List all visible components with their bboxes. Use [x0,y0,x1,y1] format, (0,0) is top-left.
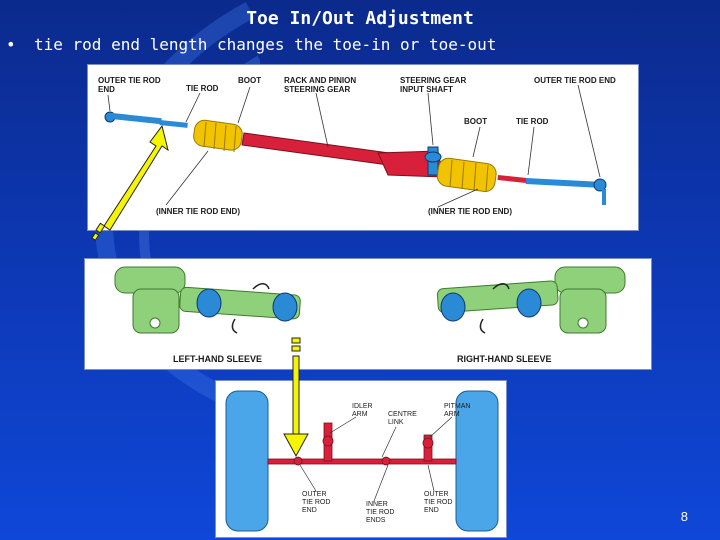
label-outer-tie-rod-end-left: OUTER TIE ROD END [98,76,161,94]
boot-left [193,119,243,153]
label-input-shaft: STEERING GEAR INPUT SHAFT [400,76,467,94]
label-left-hand-sleeve: LEFT-HAND SLEEVE [173,354,263,364]
boot-right [436,157,497,193]
sleeves-drawing [114,266,626,334]
bullet-marker: • [6,35,16,54]
tie-rod-left [111,113,162,125]
linkage-rods [267,422,457,466]
linkage-diagram: IDLER ARM CENTRE LINK PITMAN ARM OUTER T… [215,380,507,538]
label-pitman-arm: PITMAN ARM [444,403,471,418]
label-centre-link: CENTRE LINK [388,411,417,426]
label-rack-pinion: RACK AND PINION STEERING GEAR [284,76,357,94]
right-sleeve-assembly [436,266,626,334]
label-right-hand-sleeve: RIGHT-HAND SLEEVE [457,354,552,364]
slide-subtitle: tie rod end length changes the toe-in or… [34,35,497,54]
label-inner-tie-rod-end-left: (INNER TIE ROD END) [156,207,240,216]
page-number: 8 [680,509,688,524]
label-tie-rod-right: TIE ROD [516,117,549,126]
rack-pinion-drawing [104,84,607,208]
label-tie-rod-left: TIE ROD [186,84,219,93]
label-boot-right: BOOT [464,117,488,126]
label-idler-arm: IDLER ARM [352,403,373,418]
left-sleeve-assembly [114,266,301,334]
outer-tie-rod-end-right [593,178,607,192]
label-boot-left: BOOT [238,76,262,85]
rack-pinion-diagram: OUTER TIE ROD END TIE ROD BOOT RACK AND … [87,64,639,231]
label-outer-tie-rod-end-right: OUTER TIE ROD END [424,491,453,514]
tie-rod-right [525,178,596,188]
adjusting-sleeves-diagram: LEFT-HAND SLEEVE RIGHT-HAND SLEEVE [84,258,652,370]
slide-title: Toe In/Out Adjustment [246,8,474,29]
label-outer-tie-rod-end-right: OUTER TIE ROD END [534,76,616,85]
left-wheel [225,390,269,532]
linkage-leader-lines [299,416,453,502]
linkage-drawing [225,390,499,532]
label-inner-tie-rod-ends: INNER TIE ROD ENDS [366,501,395,524]
label-inner-tie-rod-end-right: (INNER TIE ROD END) [428,207,512,216]
leader-lines [107,84,601,208]
label-outer-tie-rod-end-left: OUTER TIE ROD END [302,491,331,514]
